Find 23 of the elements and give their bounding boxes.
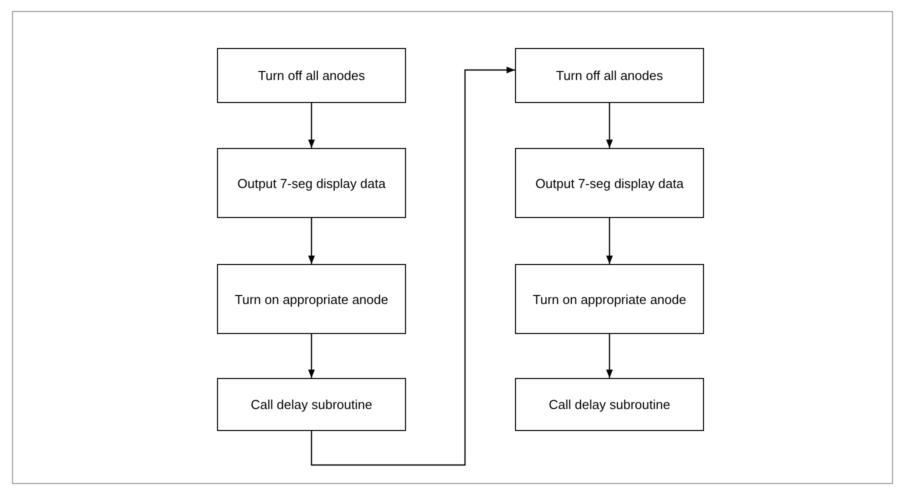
box-label: Turn on appropriate anode <box>234 290 388 308</box>
box-label: Turn off all anodes <box>258 67 365 85</box>
process-box <box>217 48 406 103</box>
arrow <box>308 334 315 378</box>
arrow <box>308 103 315 148</box>
process-box <box>515 48 704 103</box>
arrow <box>308 218 315 264</box>
process-box <box>217 378 406 431</box>
arrow <box>606 218 613 264</box>
box-label: Output 7-seg display data <box>237 174 386 192</box>
process-box <box>217 148 406 218</box>
box-label: Turn on appropriate anode <box>532 290 686 308</box>
process-box <box>217 264 406 334</box>
arrow <box>606 334 613 378</box>
arrow <box>606 103 613 148</box>
box-label: Turn off all anodes <box>556 67 663 85</box>
box-label: Call delay subroutine <box>250 396 372 414</box>
process-box <box>515 378 704 431</box>
box-label: Call delay subroutine <box>548 396 670 414</box>
process-box <box>515 264 704 334</box>
box-label: Output 7-seg display data <box>535 174 684 192</box>
arrow <box>310 66 515 466</box>
process-box <box>515 148 704 218</box>
